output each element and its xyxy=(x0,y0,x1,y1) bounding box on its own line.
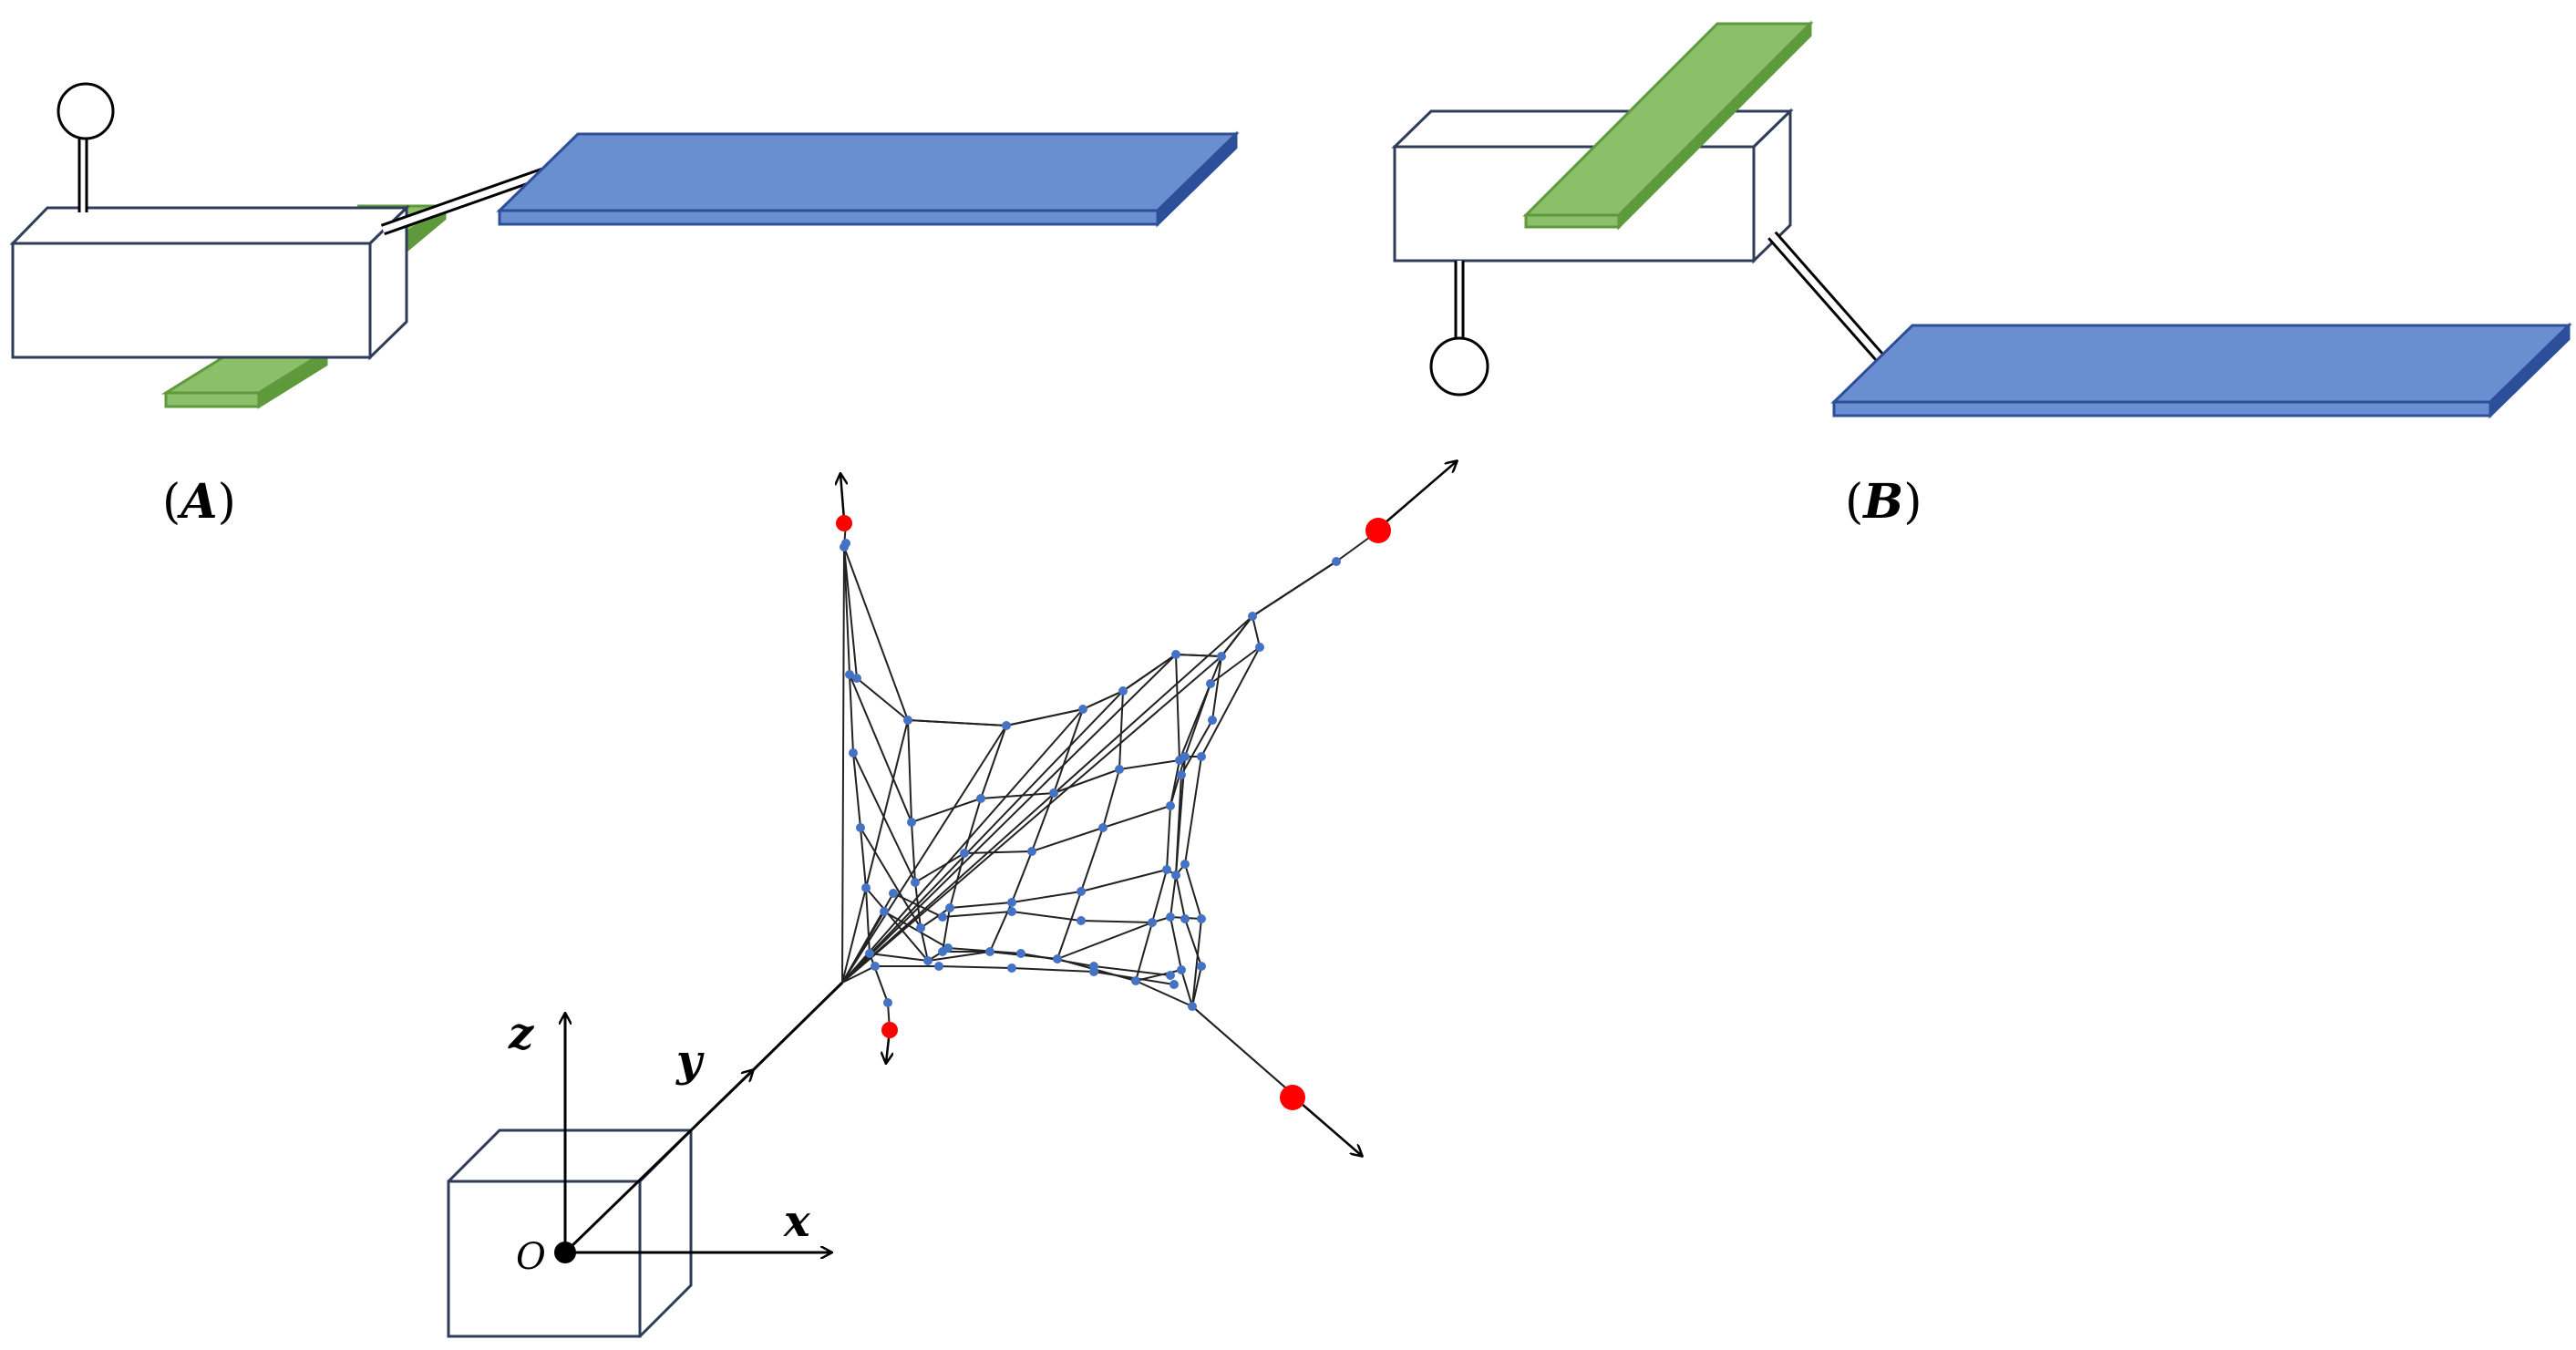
web-node xyxy=(1171,871,1180,880)
blue-plank-a xyxy=(496,130,1240,228)
web-node xyxy=(1007,907,1016,916)
web-node xyxy=(1166,801,1175,810)
web-node xyxy=(1188,1002,1197,1011)
web-node xyxy=(1016,949,1025,958)
pull-arrow-bottom-right xyxy=(1293,1097,1362,1156)
web-node xyxy=(943,943,953,953)
panel-a: (A) xyxy=(9,82,1240,530)
web-node xyxy=(1077,887,1086,896)
web-node xyxy=(865,949,874,958)
web-node xyxy=(1007,964,1016,973)
web-node xyxy=(883,998,892,1007)
web-lines xyxy=(841,522,1377,1095)
web-node xyxy=(861,883,871,892)
y-axis-extension xyxy=(746,981,844,1077)
z-axis-label: z xyxy=(508,1008,535,1059)
web-node xyxy=(903,716,912,725)
web-node xyxy=(1049,788,1058,798)
web-node xyxy=(1007,898,1016,907)
y-axis-label: y xyxy=(675,1036,705,1087)
web-node xyxy=(976,794,985,803)
web-node xyxy=(907,818,916,827)
web-node xyxy=(1027,847,1036,856)
web-node xyxy=(945,903,954,912)
web-node xyxy=(1002,721,1011,730)
origin-point xyxy=(554,1242,576,1263)
web-node xyxy=(852,674,861,683)
web-node xyxy=(938,912,947,922)
origin-label: O xyxy=(516,1236,546,1278)
sphere-handle-b xyxy=(1429,261,1489,397)
web-node xyxy=(1180,914,1190,923)
web-node xyxy=(856,823,865,832)
web-node xyxy=(1217,652,1226,661)
web-node xyxy=(916,923,925,933)
web-node xyxy=(1162,865,1171,874)
coordinate-frame: O z x y xyxy=(447,981,844,1338)
web-node xyxy=(845,670,854,679)
rod-b xyxy=(1767,231,1884,362)
web-node xyxy=(923,956,933,965)
web-node xyxy=(1053,954,1062,964)
rod-a xyxy=(380,167,546,236)
web-node xyxy=(1197,752,1206,761)
web-node xyxy=(1255,643,1264,652)
green-plank-a xyxy=(160,348,332,409)
web-node xyxy=(1197,914,1206,923)
corner-mass-top xyxy=(836,515,852,531)
panel-b-label: (B) xyxy=(1845,474,1922,530)
panel-a-label: (A) xyxy=(162,474,236,530)
sphere-handle-a xyxy=(57,82,115,212)
y-axis xyxy=(563,1070,753,1254)
web-node xyxy=(1166,971,1175,980)
web-net xyxy=(836,461,1457,1156)
web-node xyxy=(1078,705,1087,714)
pull-arrow-right xyxy=(1377,461,1457,530)
web-node xyxy=(1118,686,1128,696)
web-node xyxy=(849,748,858,757)
web-node xyxy=(1148,918,1157,927)
web-node xyxy=(985,947,994,956)
web-node xyxy=(1098,823,1108,832)
web-node xyxy=(1180,752,1190,761)
web-node xyxy=(1171,650,1180,659)
corner-mass-bottom-right xyxy=(1280,1085,1305,1110)
web-node xyxy=(1077,916,1086,925)
web-node xyxy=(889,889,898,898)
web-node xyxy=(1177,965,1186,974)
corner-mass-right xyxy=(1365,518,1391,543)
web-node xyxy=(841,539,850,548)
web-node xyxy=(911,878,920,887)
origin-cube xyxy=(447,1128,693,1338)
box-a xyxy=(9,204,410,361)
web-node xyxy=(880,907,889,916)
web-node xyxy=(1115,765,1124,774)
web-node xyxy=(1248,612,1257,621)
panel-b: (B) xyxy=(1391,20,2572,530)
web-node xyxy=(960,849,969,858)
web-node xyxy=(1131,976,1140,985)
web-node xyxy=(1177,770,1186,779)
blue-plank-b xyxy=(1830,322,2572,419)
web-node xyxy=(1197,962,1206,971)
web-node xyxy=(1180,860,1190,869)
web-nodes xyxy=(840,539,1341,1098)
web-node xyxy=(871,962,880,971)
green-plank-b xyxy=(1522,20,1814,231)
web-node xyxy=(1170,980,1179,989)
corner-mass-bottom-left xyxy=(881,1022,898,1038)
web-node xyxy=(1206,679,1215,688)
web-node xyxy=(934,962,943,971)
corner-pulls xyxy=(836,461,1457,1156)
web-node xyxy=(1166,912,1175,922)
web-node xyxy=(1332,557,1341,566)
web-node xyxy=(1089,967,1098,976)
pull-arrow-top xyxy=(840,474,844,520)
web-node xyxy=(1208,716,1217,725)
x-axis-label: x xyxy=(783,1196,811,1247)
